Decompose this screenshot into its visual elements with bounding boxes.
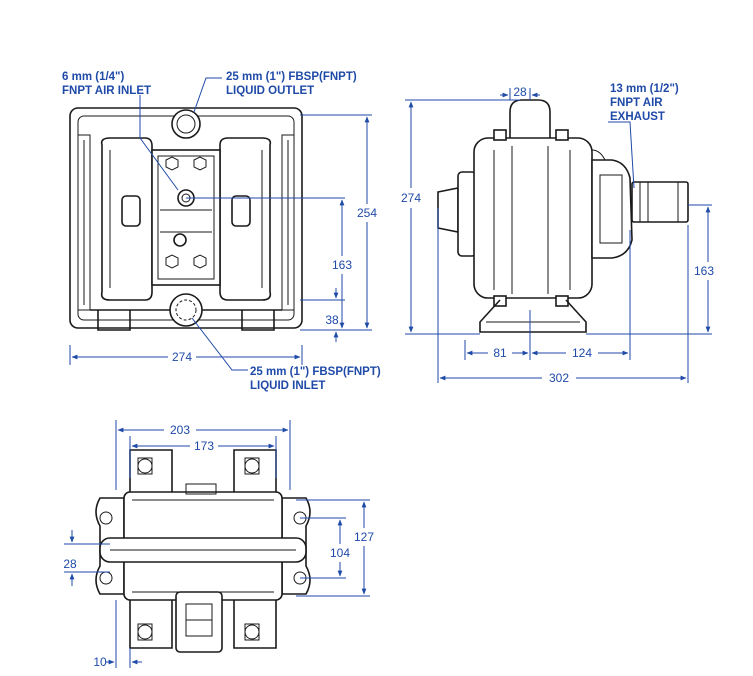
bottom-dim-edge: 10 — [93, 655, 107, 669]
air-exhaust-label-line2: FNPT AIR — [610, 97, 663, 109]
liquid-outlet-label-line1: 25 mm (1") FBSP(FNPT) — [226, 71, 357, 83]
side-dim-height: 274 — [401, 191, 421, 205]
front-dim-width: 274 — [172, 350, 192, 364]
air-exhaust-label-line1: 13 mm (1/2") — [610, 83, 679, 95]
bottom-dim-slot: 28 — [63, 557, 77, 571]
liquid-inlet-label-line1: 25 mm (1") FBSP(FNPT) — [250, 366, 381, 378]
air-exhaust-label-line3: EXHAUST — [610, 111, 665, 123]
bottom-dim-height-outer: 127 — [354, 530, 374, 544]
side-dim-left: 81 — [493, 346, 507, 360]
side-dim-top: 28 — [513, 85, 527, 99]
bottom-view-dims: 203 173 127 104 28 10 — [63, 423, 374, 669]
bottom-dim-height-inner: 104 — [330, 546, 350, 560]
front-view-leaders — [139, 77, 372, 371]
front-view-labels: 6 mm (1/4") FNPT AIR INLET 25 mm (1") FB… — [62, 71, 381, 392]
air-inlet-label-line2: FNPT AIR INLET — [62, 85, 151, 97]
bottom-dim-inner: 173 — [194, 439, 214, 453]
bottom-view: 203 173 127 104 28 10 — [63, 420, 374, 669]
liquid-inlet-label-line2: LIQUID INLET — [250, 380, 325, 392]
side-view: 28 274 163 81 124 302 13 mm (1/2") FNPT … — [401, 83, 714, 385]
side-view-labels: 13 mm (1/2") FNPT AIR EXHAUST — [610, 83, 679, 123]
side-view-dims: 28 274 163 81 124 302 — [401, 85, 714, 385]
side-dim-right: 124 — [572, 346, 592, 360]
side-dim-center-height: 163 — [694, 264, 714, 278]
front-dim-center-height: 163 — [332, 258, 352, 272]
liquid-outlet-label-line2: LIQUID OUTLET — [226, 85, 314, 97]
side-view-body — [437, 99, 689, 333]
bottom-view-body — [95, 449, 311, 653]
air-inlet-label-line1: 6 mm (1/4") — [62, 71, 125, 83]
bottom-dim-outer: 203 — [170, 423, 190, 437]
front-view-body — [69, 107, 303, 331]
side-view-leaders — [405, 88, 712, 383]
front-view: 274 254 163 38 6 mm (1/4") FNPT AIR INLE… — [62, 71, 381, 392]
bottom-view-leaders — [64, 420, 370, 668]
front-dim-inlet-height: 38 — [325, 313, 339, 327]
front-dim-height: 254 — [357, 206, 377, 220]
side-dim-total-width: 302 — [549, 371, 569, 385]
front-view-dims: 274 254 163 38 — [69, 116, 377, 365]
